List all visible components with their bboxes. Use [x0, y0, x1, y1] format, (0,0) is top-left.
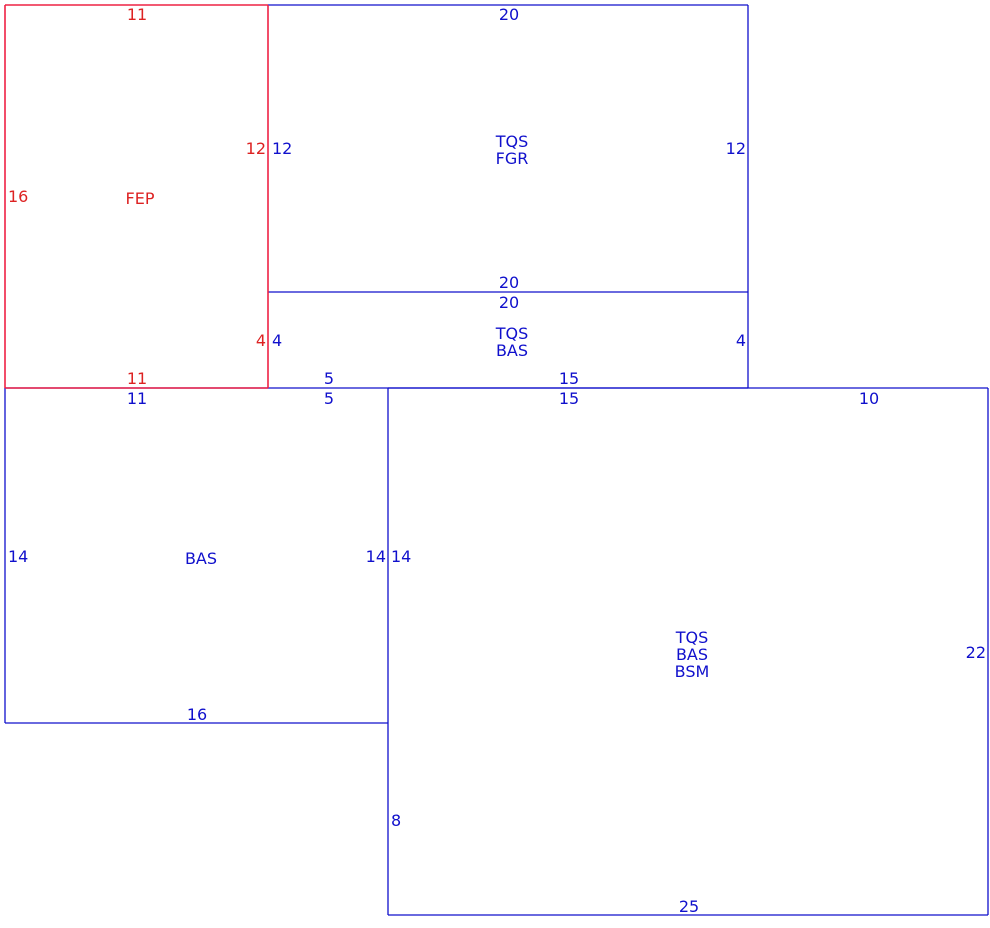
area-tqs-bas-dim-top: 20: [499, 293, 519, 312]
area-fep-dim-right-upper: 12: [246, 139, 266, 158]
area-tqs-bas: 20 4 15 5 4 TQS BAS: [268, 292, 749, 389]
area-tqs-bas-bsm-code-1: TQS: [675, 628, 709, 647]
area-fep-dim-right-lower: 4: [256, 331, 266, 350]
area-tqs-fgr-dim-left: 12: [272, 139, 292, 158]
area-fep-dim-left: 16: [8, 187, 28, 206]
area-tqs-fgr-dim-top: 20: [499, 5, 519, 24]
area-bas-dim-top-right: 5: [324, 389, 334, 408]
area-tqs-bas-bsm-code-3: BSM: [675, 662, 710, 681]
area-tqs-bas-bsm: 15 10 22 25 8 14 TQS BAS BSM: [387, 387, 989, 916]
area-tqs-fgr-dim-bottom: 20: [499, 273, 519, 292]
area-tqs-bas-dim-bottom-right: 15: [559, 369, 579, 388]
area-tqs-bas-code-1: TQS: [495, 324, 529, 343]
area-bas-dim-top-left: 11: [127, 389, 147, 408]
area-bas: 11 5 14 16 14 BAS: [4, 387, 388, 724]
area-tqs-fgr: 20 12 20 12 TQS FGR: [268, 4, 749, 293]
area-fep: 11 12 4 11 16 FEP: [4, 4, 269, 389]
area-tqs-bas-bsm-dim-top-left: 15: [559, 389, 579, 408]
area-tqs-bas-bsm-dim-right: 22: [966, 643, 986, 662]
area-tqs-fgr-dim-right: 12: [726, 139, 746, 158]
area-tqs-bas-bsm-dim-left-lower: 8: [391, 811, 401, 830]
area-tqs-bas-dim-bottom-left: 5: [324, 369, 334, 388]
area-tqs-bas-code-2: BAS: [496, 341, 528, 360]
area-fep-dim-top: 11: [127, 5, 147, 24]
area-tqs-bas-bsm-dim-left-upper: 14: [391, 547, 411, 566]
area-fep-dim-bottom: 11: [127, 369, 147, 388]
area-tqs-bas-dim-right: 4: [736, 331, 746, 350]
area-tqs-fgr-code-2: FGR: [496, 149, 529, 168]
area-bas-code-1: BAS: [185, 549, 217, 568]
area-tqs-bas-bsm-code-2: BAS: [676, 645, 708, 664]
area-bas-dim-left: 14: [8, 547, 28, 566]
area-tqs-fgr-code-1: TQS: [495, 132, 529, 151]
area-tqs-bas-bsm-dim-top-right: 10: [859, 389, 879, 408]
area-tqs-bas-bsm-dim-bottom: 25: [679, 897, 699, 916]
area-bas-dim-bottom: 16: [187, 705, 207, 724]
area-tqs-bas-dim-left: 4: [272, 331, 282, 350]
area-bas-dim-right: 14: [366, 547, 386, 566]
area-fep-code-1: FEP: [126, 189, 155, 208]
